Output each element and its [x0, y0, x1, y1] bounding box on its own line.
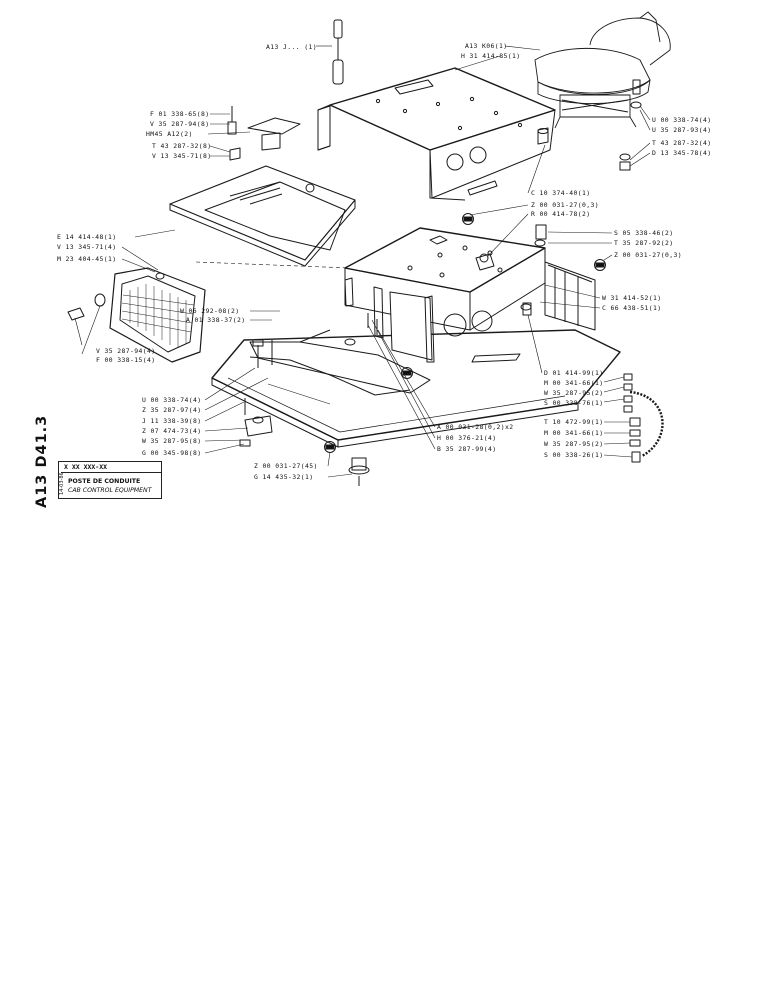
callout-label: M 00 341-66(1) [544, 429, 604, 437]
date-text: 14-03-86 [59, 472, 65, 495]
date-stamp: 14-03-86 [58, 462, 68, 496]
hardware [67, 79, 664, 486]
callout-label: D 13 345-78(4) [652, 149, 712, 157]
callout-label: E 14 414-48(1) [57, 233, 117, 241]
control-box [344, 227, 596, 363]
callout-label: A13 K06(1) [465, 42, 508, 50]
callout-label: W 06 292-08(2) [180, 307, 240, 315]
seat [534, 11, 671, 129]
callout-label: M 23 404-45(1) [57, 255, 117, 263]
callout-label: G 00 345-98(8) [142, 449, 202, 457]
callout-label: C 10 374-40(1) [531, 189, 591, 197]
sheet-code: A13 D41.3 [30, 415, 60, 510]
callout-label: V 35 287-94(8) [150, 120, 210, 128]
callout-label: A 00 031-28(0,2)x2 [437, 423, 514, 431]
callout-label: T 43 287-32(8) [152, 142, 212, 150]
callout-label: T 43 287-32(4) [652, 139, 712, 147]
callout-label: W 35 287-95(2) [544, 440, 604, 448]
top-panel [317, 67, 556, 201]
callout-label: S 00 338-76(1) [544, 399, 604, 407]
callout-label: M 00 341-66(1) [544, 379, 604, 387]
callout-label: A13 J... (1) [266, 43, 317, 51]
callout-label: V 13 345-71(4) [57, 243, 117, 251]
callout-label: G 14 435-32(1) [254, 473, 314, 481]
callout-label: W 31 414-52(1) [602, 294, 662, 302]
bracket [227, 106, 301, 161]
callout-label: J 11 338-39(8) [142, 417, 202, 425]
sheet-code-text: A13 D41.3 [34, 414, 50, 508]
callout-label: Z 00 031-27(0,3) [531, 201, 599, 209]
z-callout-markers [324, 213, 606, 453]
title-english: CAB CONTROL EQUIPMENT [68, 487, 152, 494]
vent-grille [109, 267, 206, 363]
callout-label: T 35 287-92(2) [614, 239, 674, 247]
callout-label: S 00 338-26(1) [544, 451, 604, 459]
callout-label: Z 35 287-97(4) [142, 406, 202, 414]
callout-label: V 35 287-94(4) [96, 347, 156, 355]
callout-label: V 13 345-71(8) [152, 152, 212, 160]
callout-label: W 35 287-95(8) [142, 437, 202, 445]
callout-label: U 00 338-74(4) [652, 116, 712, 124]
front-cover [169, 165, 356, 267]
cable [629, 390, 664, 458]
callout-label: U 00 338-74(4) [142, 396, 202, 404]
reference-code: X XX XXX-XX [61, 463, 161, 473]
callout-label: T 10 472-99(1) [544, 418, 604, 426]
callout-label: F 01 338-65(8) [150, 110, 210, 118]
callout-label: F 00 338-15(4) [96, 356, 156, 364]
callout-label: B 35 287-99(4) [437, 445, 497, 453]
callout-label: HM45 A12(2) [146, 130, 193, 138]
leader-lines [74, 45, 651, 478]
title-block: X XX XXX-XX POSTE DE CONDUITE CAB CONTRO… [58, 461, 162, 499]
callout-label: H 00 376-21(4) [437, 434, 497, 442]
callout-label: H 31 414-85(1) [461, 52, 521, 60]
control-lever [332, 19, 344, 85]
callout-label: Z 00 031-27(0,3) [614, 251, 682, 259]
callout-label: W 35 287-95(2) [544, 389, 604, 397]
callout-label: A 01 338-37(2) [186, 316, 246, 324]
callout-label: Z 07 474-73(4) [142, 427, 202, 435]
callout-label: C 66 438-51(1) [602, 304, 662, 312]
callout-label: Z 00 031-27(45) [254, 462, 318, 470]
callout-label: R 00 414-78(2) [531, 210, 591, 218]
callout-label: D 01 414-99(1) [544, 369, 604, 377]
callout-label: S 05 338-46(2) [614, 229, 674, 237]
callout-label: U 35 287-93(4) [652, 126, 712, 134]
title-french: POSTE DE CONDUITE [68, 478, 141, 485]
